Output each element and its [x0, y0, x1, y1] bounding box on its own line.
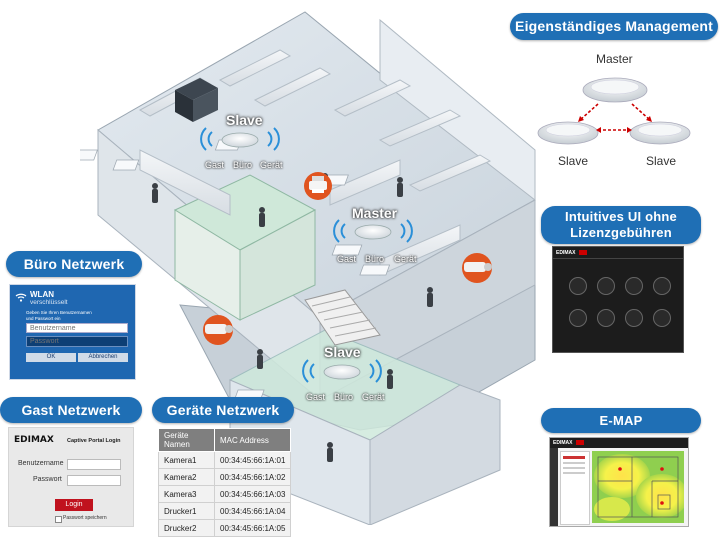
dashboard-tile-icon [569, 309, 587, 327]
remember-label: Passwort speichern [63, 515, 107, 521]
office-building-illustration: Slave Gast Büro Gerät Master Gast Büro G… [71, 0, 550, 526]
camera-icon [462, 253, 492, 283]
remember-checkbox[interactable] [55, 516, 62, 523]
camera-icon [203, 315, 233, 345]
ui-brand: EDIMAX [556, 250, 576, 256]
wlan-title: WLAN [30, 290, 54, 299]
column-header: Geräte Namen [158, 428, 215, 452]
ap-bottom-label: Slave [324, 344, 361, 360]
ap-master-ssid: Gerät [394, 254, 417, 264]
device-name: Kamera3 [158, 485, 215, 503]
mac-address: 00:34:45:66:1A:01 [213, 451, 292, 469]
device-name: Drucker2 [158, 519, 215, 537]
mac-address: 00:34:45:66:1A:04 [213, 502, 292, 520]
username-input[interactable] [26, 323, 128, 333]
device-name: Drucker1 [158, 502, 215, 520]
emap-brand: EDIMAX [553, 440, 573, 446]
slave-label: Slave [558, 154, 589, 168]
master-slave-diagram [537, 77, 691, 145]
ap-master-ssid: Büro [365, 254, 385, 264]
dashboard-tile-icon [653, 309, 671, 327]
ui-divider [553, 258, 683, 259]
ap-top-label: Slave [226, 112, 263, 128]
dashboard-tile-icon [625, 309, 643, 327]
brand-accent [576, 440, 584, 445]
ap-top-ssid: Büro [233, 160, 253, 170]
encrypted-label: verschlüsselt [30, 299, 68, 306]
ap-bottom-ssid: Büro [334, 392, 354, 402]
mac-address: 00:34:45:66:1A:05 [213, 519, 292, 537]
column-header: MAC Address [213, 428, 292, 452]
ap-top-ssid: Gast [205, 160, 225, 170]
guest-captive-portal: EDIMAX Captive Portal Login Benutzername… [8, 427, 134, 527]
master-ap-icon [582, 77, 648, 103]
ap-bottom [302, 359, 382, 383]
management-header: Eigenständiges Management [510, 13, 718, 40]
ap-bottom-ssid: Gerät [362, 392, 385, 402]
cancel-button[interactable]: Abbrechen [78, 353, 128, 362]
slave-label: Slave [646, 154, 677, 168]
ok-button[interactable]: OK [26, 353, 76, 362]
ap-master [333, 219, 413, 243]
mac-address: 00:34:45:66:1A:02 [213, 468, 292, 486]
master-label: Master [596, 52, 633, 66]
gast-header: Gast Netzwerk [0, 397, 142, 423]
instruction-text: Geben Sie Ihren Benutzernamen [26, 310, 92, 315]
emap-sidebar [550, 448, 558, 526]
wifi-icon [15, 293, 27, 302]
dashboard-tile-icon [569, 277, 587, 295]
dashboard-tile-icon [625, 277, 643, 295]
ap-top [200, 127, 280, 151]
username-label: Benutzername [18, 460, 64, 467]
printer-icon [304, 172, 332, 200]
password-input[interactable] [26, 336, 128, 347]
dashboard-tile-icon [597, 309, 615, 327]
edimax-logo: EDIMAX [14, 435, 54, 445]
geraete-header: Geräte Netzwerk [152, 397, 294, 423]
guest-username-input[interactable] [67, 459, 121, 470]
dashboard-tile-icon [597, 277, 615, 295]
ap-bottom-ssid: Gast [306, 392, 326, 402]
emap-list-panel [560, 451, 590, 525]
heatmap-floorplan [592, 451, 684, 523]
login-button[interactable]: Login [55, 499, 93, 511]
ap-master-label: Master [352, 205, 398, 221]
emap-header: E-MAP [541, 408, 701, 433]
ap-master-ssid: Gast [337, 254, 357, 264]
mac-address: 00:34:45:66:1A:03 [213, 485, 292, 503]
device-name: Kamera2 [158, 468, 215, 486]
emap-topbar [550, 438, 688, 448]
buero-header: Büro Netzwerk [6, 251, 142, 277]
office-login-panel: WLAN verschlüsselt Geben Sie Ihren Benut… [9, 284, 136, 380]
ap-top-ssid: Gerät [260, 160, 283, 170]
password-label: Passwort [33, 476, 62, 483]
slave-ap-icon [537, 121, 599, 145]
building-svg [71, 11, 536, 526]
instruction-text: und Passwort ein [26, 316, 61, 321]
ui-header: Intuitives UI ohne Lizenzgebühren [541, 206, 701, 244]
management-ui-screenshot: EDIMAX [552, 246, 684, 353]
dashboard-tile-icon [653, 277, 671, 295]
brand-accent [579, 250, 587, 255]
emap-screenshot: EDIMAX [549, 437, 689, 527]
portal-title: Captive Portal Login [67, 438, 121, 444]
table-header-row: Geräte Namen MAC Address [158, 428, 292, 452]
device-name: Kamera1 [158, 451, 215, 469]
guest-password-input[interactable] [67, 475, 121, 486]
slave-ap-icon [629, 121, 691, 145]
